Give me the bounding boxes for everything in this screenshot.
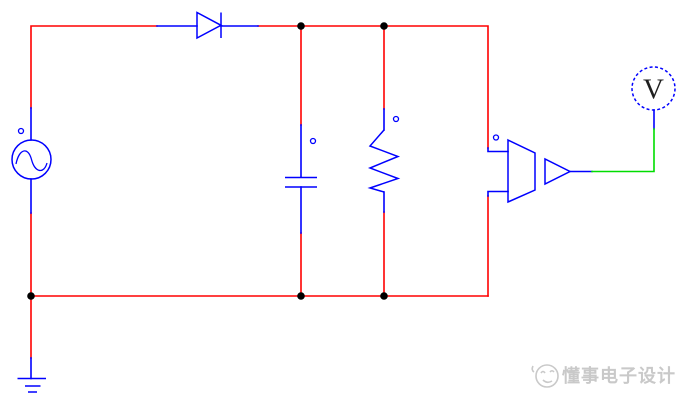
green-wires: [591, 128, 655, 173]
node-marker-resistor: [392, 115, 400, 123]
voltmeter-circle[interactable]: [631, 66, 676, 111]
buffer-input-trapezoid[interactable]: [507, 138, 536, 204]
junction-dot: [297, 292, 305, 300]
ground-symbol[interactable]: [17, 377, 47, 393]
diode-triangle[interactable]: [196, 11, 223, 40]
watermark-logo-icon: [531, 364, 559, 388]
red-wires: [30, 25, 489, 359]
node-markers: [17, 115, 500, 145]
junction-dot: [380, 292, 388, 300]
watermark: 懂事电子设计 懂事电子设计: [531, 364, 677, 388]
ac-source-symbol[interactable]: [11, 139, 52, 180]
node-marker-capacitor: [309, 137, 317, 145]
junction-dot: [27, 292, 35, 300]
wire-segment[interactable]: [30, 25, 158, 109]
resistor-zigzag[interactable]: [367, 129, 401, 193]
node-marker-source: [17, 127, 25, 135]
ac-source-circle[interactable]: [11, 139, 52, 180]
wire-segment[interactable]: [257, 25, 489, 149]
blue-wires: [30, 25, 655, 380]
watermark-text: 懂事电子设计: [562, 365, 676, 386]
node-marker-buffer: [492, 134, 500, 141]
buffer-symbol[interactable]: [507, 138, 572, 204]
resistor-symbol[interactable]: [367, 129, 401, 193]
voltmeter-symbol[interactable]: [631, 66, 676, 111]
voltmeter-label: V: [643, 74, 664, 106]
component-symbols: [11, 11, 676, 393]
buffer-output-triangle[interactable]: [544, 157, 572, 186]
sine-wave-icon: [15, 150, 48, 172]
capacitor-symbol[interactable]: [285, 176, 317, 188]
watermark-text-highlight: 懂事电子设计: [564, 367, 677, 388]
wire-segment[interactable]: [487, 147, 509, 153]
junction-dot: [297, 22, 305, 30]
wire-segment[interactable]: [591, 128, 655, 173]
junction-dots: [27, 22, 388, 300]
diode-symbol[interactable]: [196, 11, 223, 40]
wire-segment[interactable]: [487, 190, 509, 197]
junction-dot: [380, 22, 388, 30]
